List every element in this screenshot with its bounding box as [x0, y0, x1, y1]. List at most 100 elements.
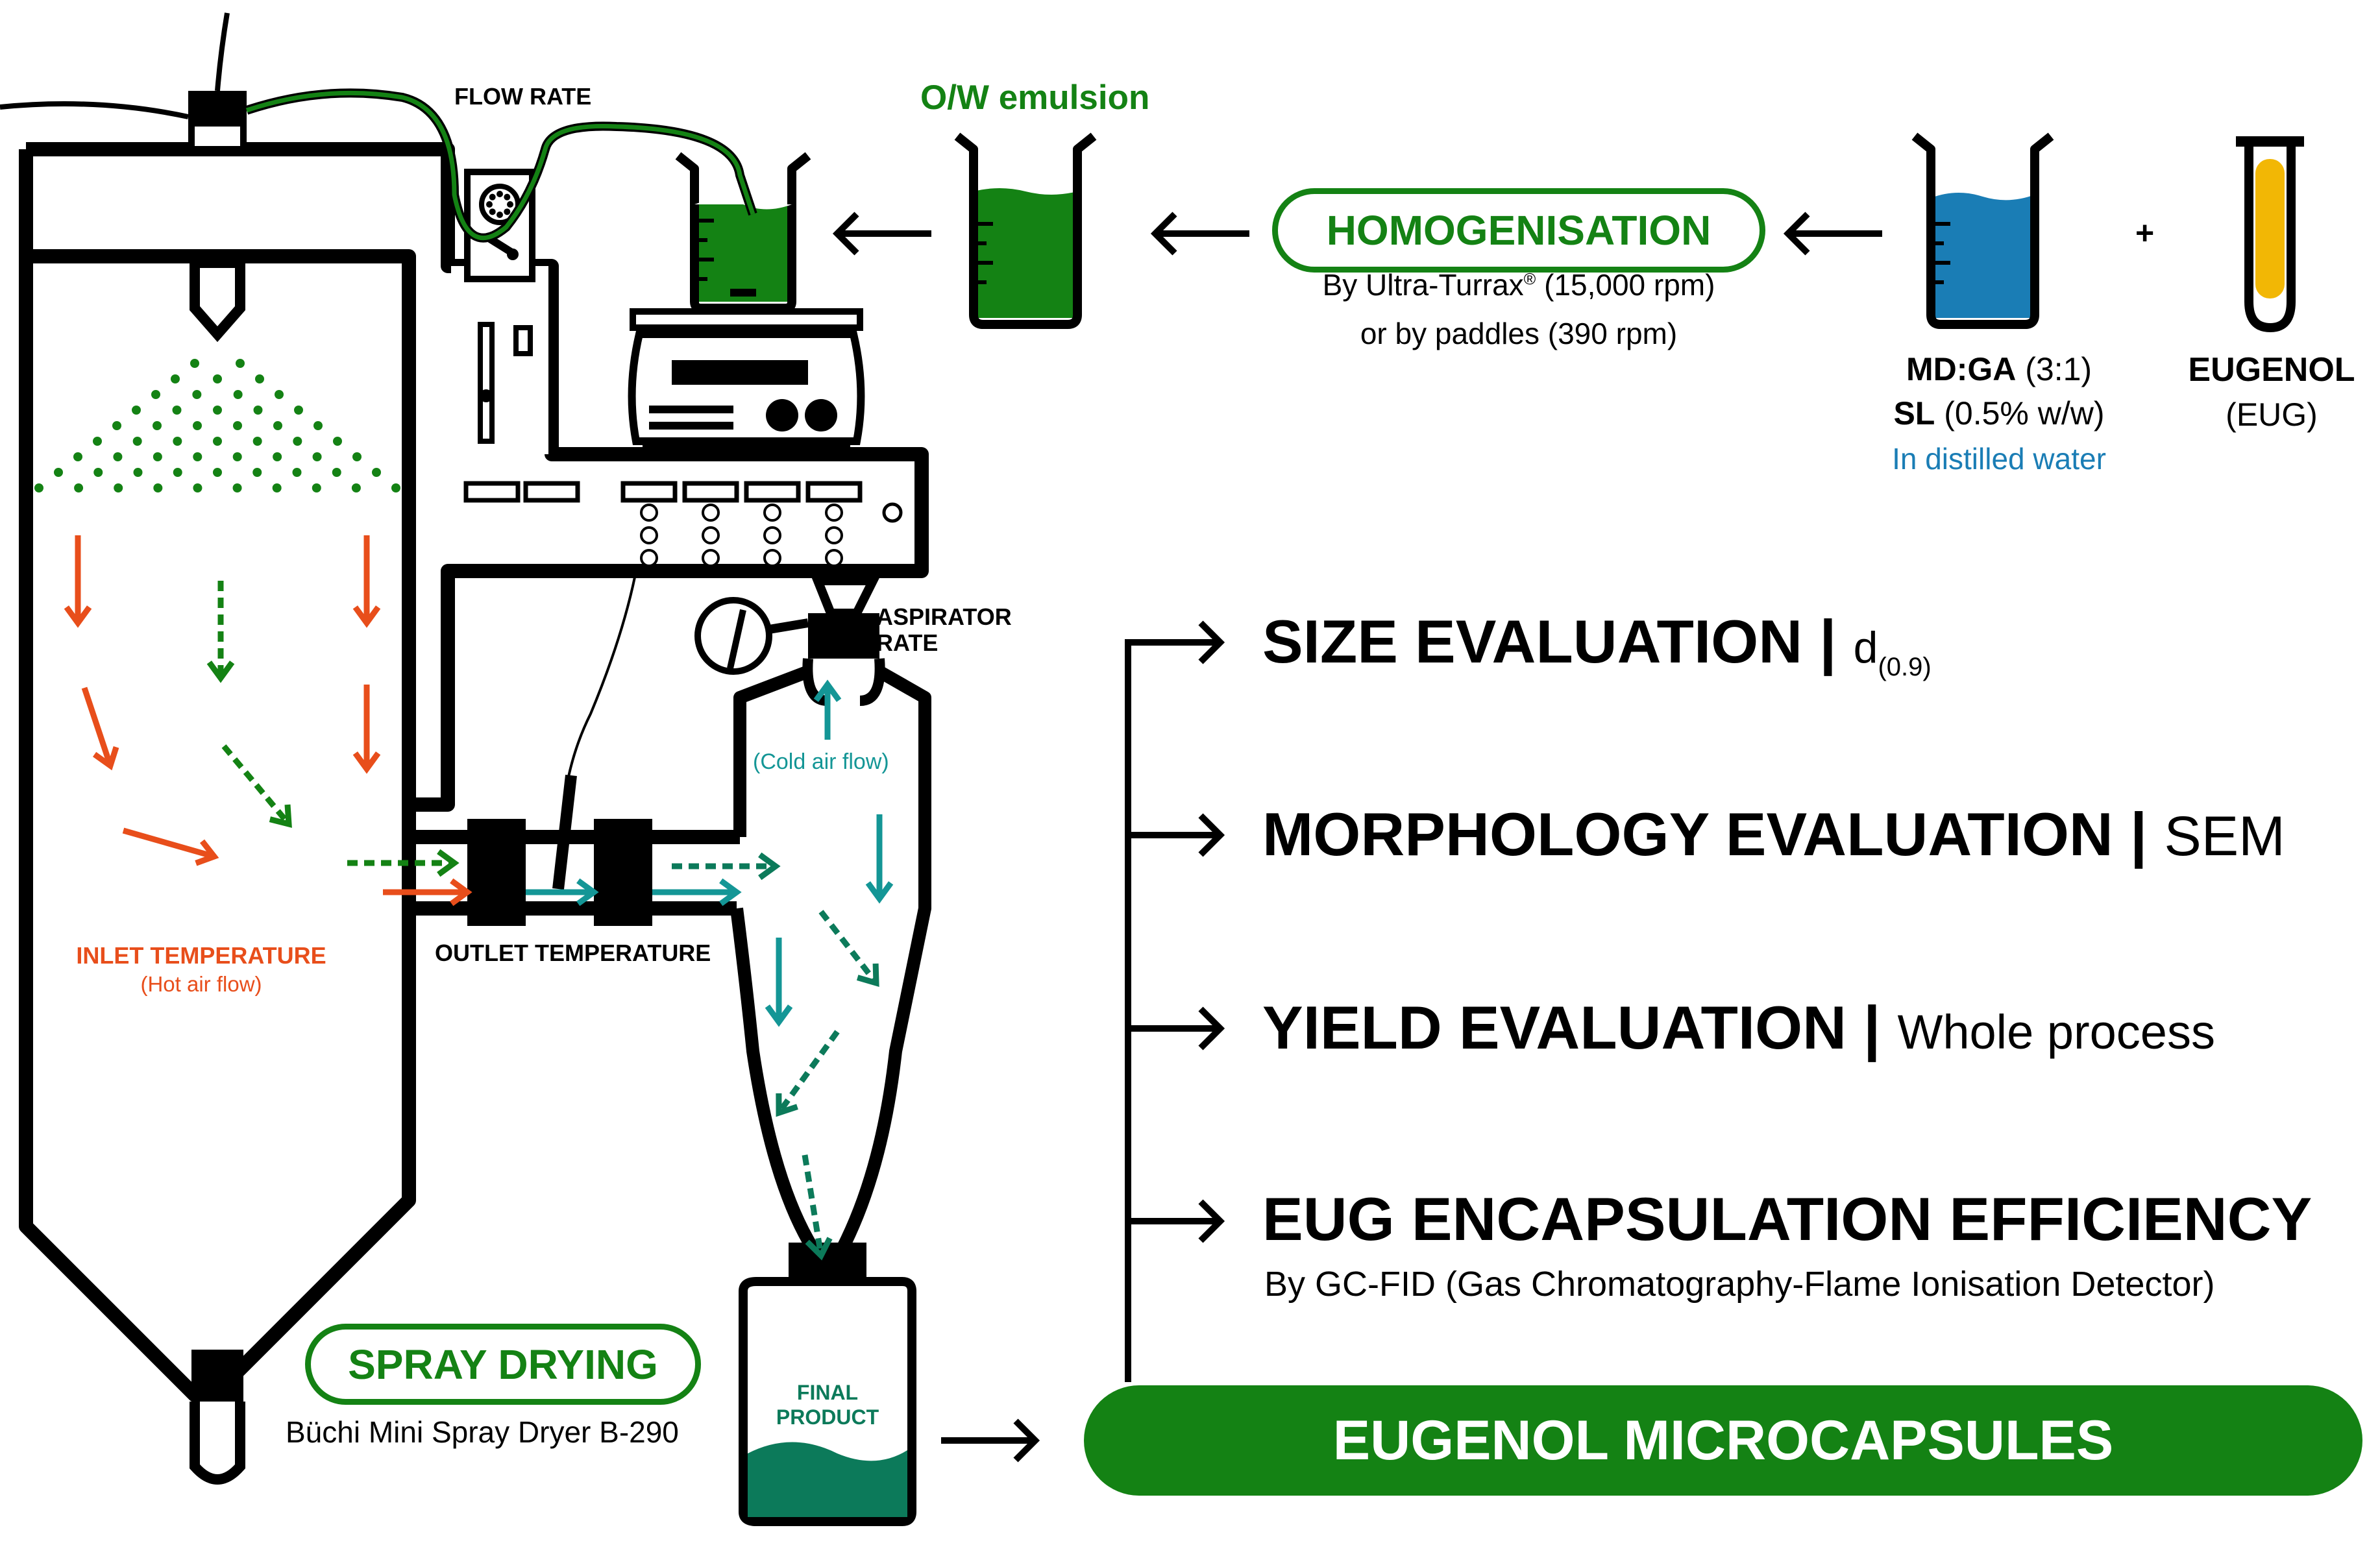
chamber-collector [190, 1350, 245, 1485]
pump-roller [497, 212, 503, 218]
mdga-ratio: (3:1) [2016, 351, 2092, 387]
evaluation-title: YIELD EVALUATION [1262, 993, 1846, 1062]
evaluation-separator: | [1846, 993, 1898, 1062]
peristaltic-pump-icon [464, 169, 535, 282]
evaluation-size: SIZE EVALUATION | d(0.9) [1262, 607, 1932, 682]
flow-arrow [81, 686, 119, 771]
homogenisation-method-1: By Ultra-Turrax® (15,000 rpm) [1266, 267, 1772, 302]
spray-droplet [132, 406, 141, 415]
panel-knob [763, 549, 781, 567]
spray-droplet [173, 468, 182, 477]
panel-knob [825, 549, 843, 567]
flow-arrow [672, 852, 781, 881]
distilled-water-label: In distilled water [1892, 442, 2106, 476]
plus-sign: + [2135, 215, 2155, 251]
flow-arrow [64, 535, 92, 628]
panel-knob [825, 504, 843, 522]
spray-droplet [391, 483, 400, 492]
collection-bottle-icon [739, 1277, 916, 1526]
magnetic-stirrer-icon [628, 308, 865, 450]
spray-droplet [252, 437, 262, 446]
flow-arrow [813, 679, 842, 740]
spray-droplet [312, 452, 322, 461]
homog-rpm: (15,000 rpm) [1536, 268, 1715, 302]
spray-droplet [232, 483, 242, 492]
beaker-icon [954, 132, 1097, 329]
spray-droplet [352, 452, 362, 461]
flow-rate-label: FLOW RATE [454, 83, 592, 110]
panel-knob [763, 526, 781, 544]
pump-roller [507, 201, 513, 208]
flow-arrow [765, 938, 793, 1027]
pump-roller [486, 201, 493, 208]
pump-roller [497, 191, 503, 197]
evaluation-detail: SEM [2164, 805, 2285, 868]
flow-arrow [221, 744, 292, 828]
evaluation-title: MORPHOLOGY EVALUATION [1262, 800, 2113, 868]
spray-droplet [193, 483, 202, 492]
aspirator-rate-label-1: ASPIRATOR [876, 603, 1012, 630]
spray-droplet [190, 359, 199, 368]
homogenisation-label: HOMOGENISATION [1326, 207, 1711, 254]
spray-droplet [351, 483, 361, 492]
flow-arrow [352, 685, 381, 774]
spray-droplet [153, 452, 162, 461]
pump-roller [504, 193, 511, 200]
spray-droplet [232, 452, 242, 461]
spray-droplet [312, 483, 321, 492]
spray-droplet [73, 452, 82, 461]
spray-droplet [193, 421, 202, 430]
atomizer-nozzle [0, 12, 247, 343]
spray-droplet [293, 437, 302, 446]
spray-dryer-model: Büchi Mini Spray Dryer B-290 [286, 1415, 679, 1449]
spray-droplet [153, 421, 162, 430]
spray-droplet [213, 437, 222, 446]
spray-droplet [333, 437, 342, 446]
spray-droplet [213, 374, 222, 383]
spray-droplet [133, 468, 143, 477]
panel-knob [702, 526, 720, 544]
spray-droplet [252, 468, 262, 477]
spray-droplet [113, 452, 123, 461]
pressure-gauge-icon [694, 597, 809, 675]
flow-arrow [818, 910, 879, 988]
flow-arrow [526, 878, 599, 906]
spray-droplet [292, 468, 302, 477]
test-tube-icon [2236, 136, 2304, 333]
homogenisation-badge: HOMOGENISATION [1272, 188, 1765, 273]
spray-droplet [74, 483, 84, 492]
spray-droplet [233, 390, 243, 399]
panel-knob [640, 504, 658, 522]
spray-droplet [54, 468, 63, 477]
spray-droplet [275, 390, 284, 399]
spray-droplet [273, 421, 282, 430]
evaluation-title: SIZE EVALUATION [1262, 607, 1803, 675]
spray-droplet [173, 437, 182, 446]
pump-roller [489, 208, 496, 215]
inlet-temperature-label: INLET TEMPERATURE [76, 942, 326, 969]
air-flow-arrows [64, 535, 894, 1261]
ow-emulsion-label: O/W emulsion [920, 79, 1150, 117]
spray-droplet [192, 390, 202, 399]
spray-droplet [151, 390, 160, 399]
spray-droplet [114, 483, 123, 492]
aspirator-rate-label-2: RATE [876, 629, 939, 656]
evaluation-separator: | [2113, 800, 2165, 868]
hot-air-flow-label: (Hot air flow) [140, 972, 262, 996]
panel-knob [640, 526, 658, 544]
panel-knob [825, 526, 843, 544]
registered-mark: ® [1523, 270, 1536, 289]
spray-droplets [34, 359, 400, 492]
homog-ultraturrax: By Ultra-Turrax [1322, 268, 1524, 302]
flow-arrow [802, 1154, 833, 1261]
evaluation-encapsulation-note: By GC-FID (Gas Chromatography-Flame Ioni… [1264, 1265, 2215, 1304]
spray-droplet [313, 421, 323, 430]
spray-droplet [93, 468, 103, 477]
final-product-label-1: FINAL [796, 1381, 859, 1404]
eugenol-microcapsules-label: EUGENOL MICROCAPSULES [1332, 1409, 2114, 1472]
flow-arrow [347, 849, 460, 877]
spray-droplet [372, 468, 381, 477]
outlet-sensors [448, 819, 740, 926]
evaluation-detail-sub: (0.9) [1878, 652, 1932, 681]
